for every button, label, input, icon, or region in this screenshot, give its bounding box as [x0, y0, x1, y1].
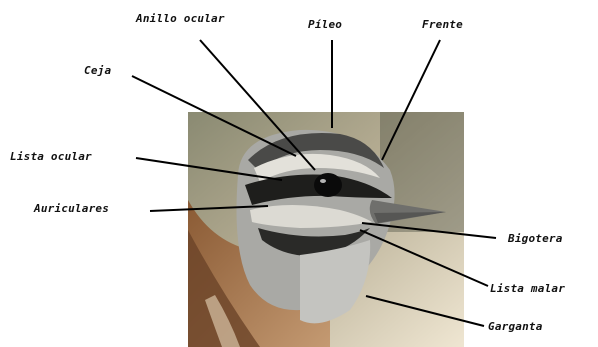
label-lista-ocular: Lista ocular: [10, 150, 92, 163]
label-frente: Frente: [422, 18, 463, 31]
eye-highlight: [320, 179, 326, 183]
label-ceja: Ceja: [84, 64, 111, 77]
label-garganta: Garganta: [488, 320, 543, 333]
bird-eye: [314, 173, 342, 197]
label-anillo-ocular: Anillo ocular: [136, 12, 225, 25]
label-auriculares: Auriculares: [34, 202, 109, 215]
label-pileo: Píleo: [308, 18, 342, 31]
label-bigotera: Bigotera: [508, 232, 563, 245]
label-lista-malar: Lista malar: [490, 282, 565, 295]
